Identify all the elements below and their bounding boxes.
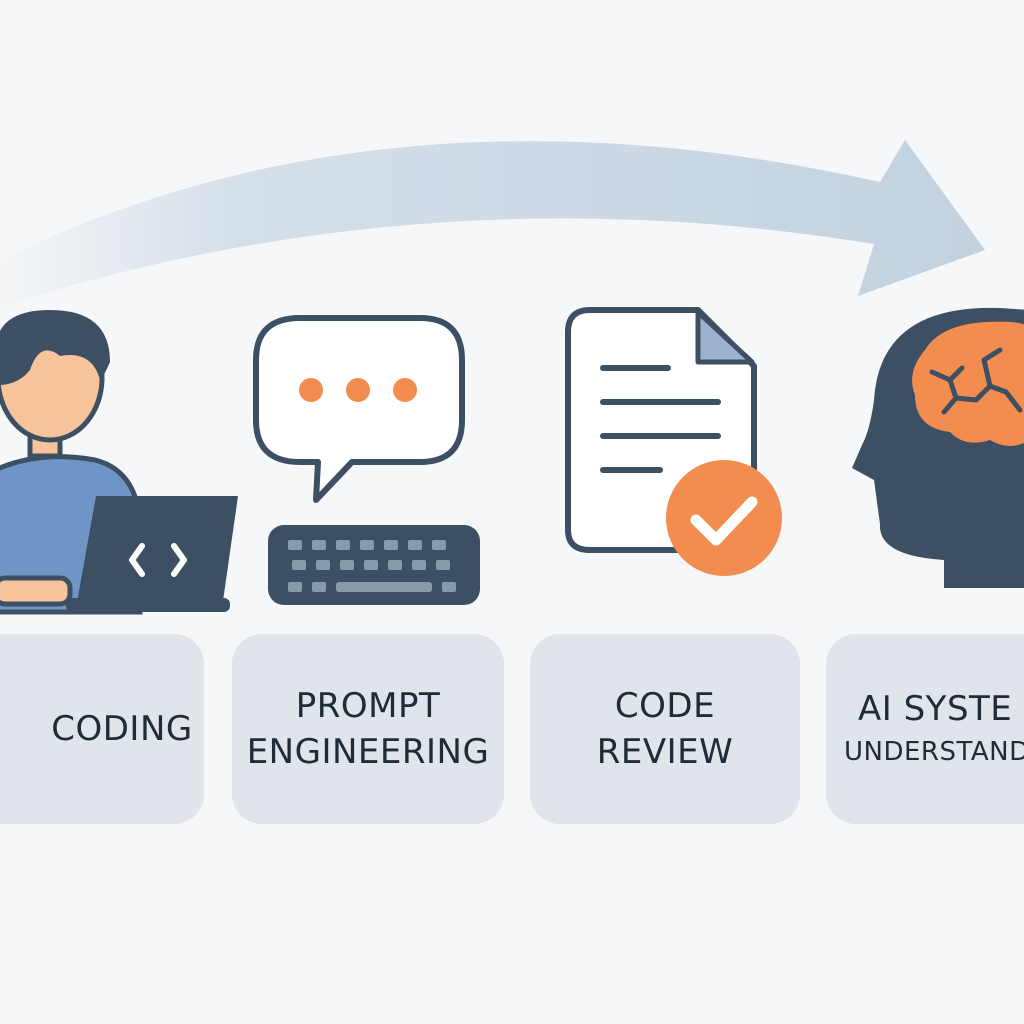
stage-label: UNDERSTAND: [844, 737, 1024, 767]
typing-dot: [299, 378, 323, 402]
stage-label: REVIEW: [596, 732, 734, 772]
stage-label: AI SYSTE: [858, 689, 1013, 729]
stage-code-review-label-box: CODE REVIEW: [530, 634, 800, 824]
stage-label: CODING: [51, 709, 193, 749]
typing-dot: [346, 378, 370, 402]
stage-prompt-engineering-label-box: PROMPT ENGINEERING: [232, 634, 504, 824]
brain-head-icon: [852, 307, 1024, 588]
progress-arrow: [0, 140, 985, 307]
typing-dot: [393, 378, 417, 402]
stage-coding-label-box: CODING: [0, 634, 204, 824]
chat-keyboard-icon: [253, 315, 480, 605]
stage-ai-system-understanding-label-box: AI SYSTE UNDERSTAND: [826, 634, 1024, 824]
check-badge-icon: [666, 460, 782, 576]
stage-label: PROMPT: [295, 686, 441, 726]
developer-laptop-icon: [0, 310, 238, 615]
document-check-icon: [565, 307, 782, 576]
stage-label: ENGINEERING: [246, 732, 490, 772]
stage-label: CODE: [614, 686, 716, 726]
